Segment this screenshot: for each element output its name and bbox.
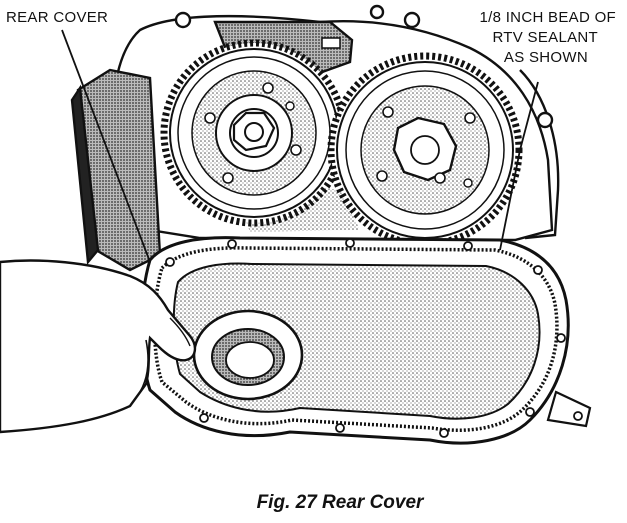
sealant-label-line3: AS SHOWN — [504, 49, 588, 66]
sealant-label-line2: RTV SEALANT — [492, 29, 598, 46]
sealant-leader — [499, 81, 539, 251]
rear-cover — [140, 236, 592, 445]
hand — [0, 259, 197, 434]
leader-lines — [61, 29, 539, 263]
rear-cover-leader — [61, 29, 151, 263]
right-gear — [327, 52, 523, 248]
left-gear — [160, 39, 348, 227]
sealant-label-line1: 1/8 INCH BEAD OF — [480, 9, 617, 26]
figure-caption: Fig. 27 Rear Cover — [257, 492, 425, 513]
rear-cover-label: REAR COVER — [6, 9, 108, 26]
